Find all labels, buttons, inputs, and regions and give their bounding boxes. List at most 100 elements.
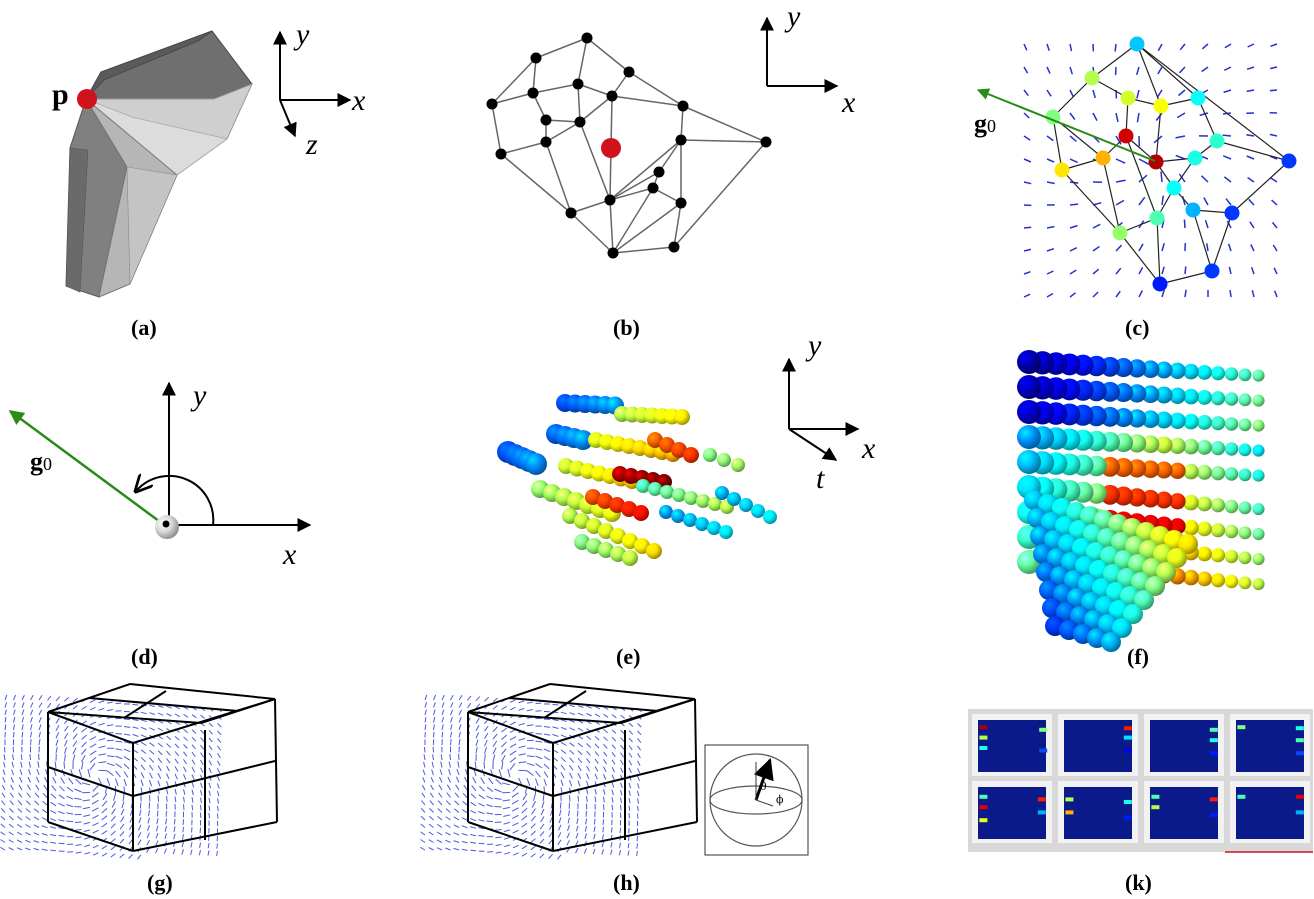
orientation-sphere-inset: θ ϕ — [704, 744, 809, 856]
field-stroke — [38, 738, 41, 746]
field-stroke — [157, 705, 164, 708]
field-stroke — [140, 741, 147, 746]
field-stroke — [119, 853, 125, 859]
field-stroke — [492, 740, 498, 747]
field-stroke — [420, 839, 426, 843]
field-stroke — [557, 839, 562, 846]
field-stroke — [157, 727, 164, 732]
sphere — [1224, 417, 1239, 431]
mesh-edge — [579, 121, 611, 201]
field-stroke — [441, 724, 444, 731]
field-stroke — [50, 834, 57, 837]
field-arrow — [1046, 66, 1051, 74]
field-stroke — [98, 737, 106, 741]
field-stroke — [191, 774, 195, 780]
field-stroke — [437, 800, 443, 806]
field-stroke — [38, 717, 42, 723]
heatmap-mark — [1123, 800, 1132, 804]
cube-edge — [129, 683, 276, 700]
field-stroke — [455, 784, 460, 791]
field-stroke — [166, 788, 169, 795]
sphere — [1197, 571, 1212, 587]
field-stroke — [27, 776, 31, 783]
field-stroke — [503, 836, 511, 840]
sphere — [574, 513, 590, 529]
field-stroke — [128, 839, 133, 845]
axis-label-x: x — [282, 538, 297, 571]
cube-edge — [552, 698, 696, 744]
field-stroke — [164, 833, 167, 840]
heatmap-mark — [1209, 738, 1218, 743]
field-arrow — [1138, 174, 1148, 183]
field-stroke — [461, 840, 468, 844]
field-arrow — [1023, 158, 1032, 163]
field-stroke — [518, 722, 525, 726]
field-stroke — [478, 794, 485, 800]
field-stroke — [586, 750, 591, 756]
caption-g: (g) — [147, 870, 173, 895]
heatmap-cell — [1064, 787, 1132, 839]
field-stroke — [495, 851, 502, 854]
field-stroke — [37, 761, 40, 768]
sphere — [1017, 350, 1041, 374]
sphere — [1169, 362, 1186, 379]
field-stroke — [611, 744, 616, 750]
field-stroke — [618, 849, 621, 856]
sphere — [1183, 413, 1199, 430]
field-stroke — [0, 846, 6, 851]
field-stroke — [191, 714, 197, 719]
field-stroke — [601, 834, 604, 840]
field-stroke — [539, 831, 545, 837]
field-stroke — [81, 755, 86, 763]
field-stroke — [174, 788, 177, 795]
field-stroke — [611, 729, 617, 734]
field-stroke — [200, 714, 206, 719]
field-stroke — [449, 753, 451, 761]
sphere — [634, 538, 650, 554]
field-arrow — [1161, 266, 1165, 275]
field-arrow — [1046, 225, 1055, 229]
field-stroke — [55, 717, 60, 724]
field-stroke — [445, 808, 451, 813]
sphere — [672, 488, 686, 502]
field-stroke — [575, 847, 579, 854]
field-stroke — [4, 724, 7, 731]
field-stroke — [217, 783, 220, 789]
heatmap-mark — [979, 794, 988, 799]
field-arrow — [1161, 195, 1165, 206]
field-arrow — [1223, 66, 1232, 71]
field-stroke — [55, 703, 61, 709]
field-arrow — [1225, 198, 1232, 206]
field-stroke — [548, 839, 553, 845]
field-stroke — [433, 731, 435, 738]
field-stroke — [620, 789, 623, 796]
field-stroke — [110, 815, 116, 822]
field-stroke — [526, 709, 533, 712]
sphere — [1197, 414, 1212, 430]
field-stroke — [450, 739, 452, 746]
mesh-edge — [611, 95, 684, 107]
field-stroke — [35, 776, 40, 783]
field-stroke — [50, 841, 57, 844]
field-stroke — [433, 702, 436, 708]
field-stroke — [13, 716, 16, 723]
field-stroke — [577, 750, 583, 756]
graph-node — [1129, 36, 1145, 52]
sphere — [1141, 410, 1160, 429]
field-stroke — [483, 761, 485, 769]
field-stroke — [89, 736, 97, 741]
theta-label: θ — [760, 780, 767, 793]
mesh-node — [540, 136, 552, 148]
field-stroke — [89, 757, 97, 763]
field-stroke — [0, 839, 6, 843]
field-stroke — [128, 831, 133, 838]
heatmap-mark — [1037, 797, 1046, 802]
vector-field — [1023, 43, 1278, 298]
field-stroke — [428, 831, 434, 836]
field-stroke — [586, 765, 590, 772]
field-stroke — [445, 816, 451, 821]
field-stroke — [3, 754, 6, 761]
field-stroke — [216, 850, 218, 857]
field-arrow — [1271, 199, 1278, 206]
field-stroke — [149, 712, 156, 715]
